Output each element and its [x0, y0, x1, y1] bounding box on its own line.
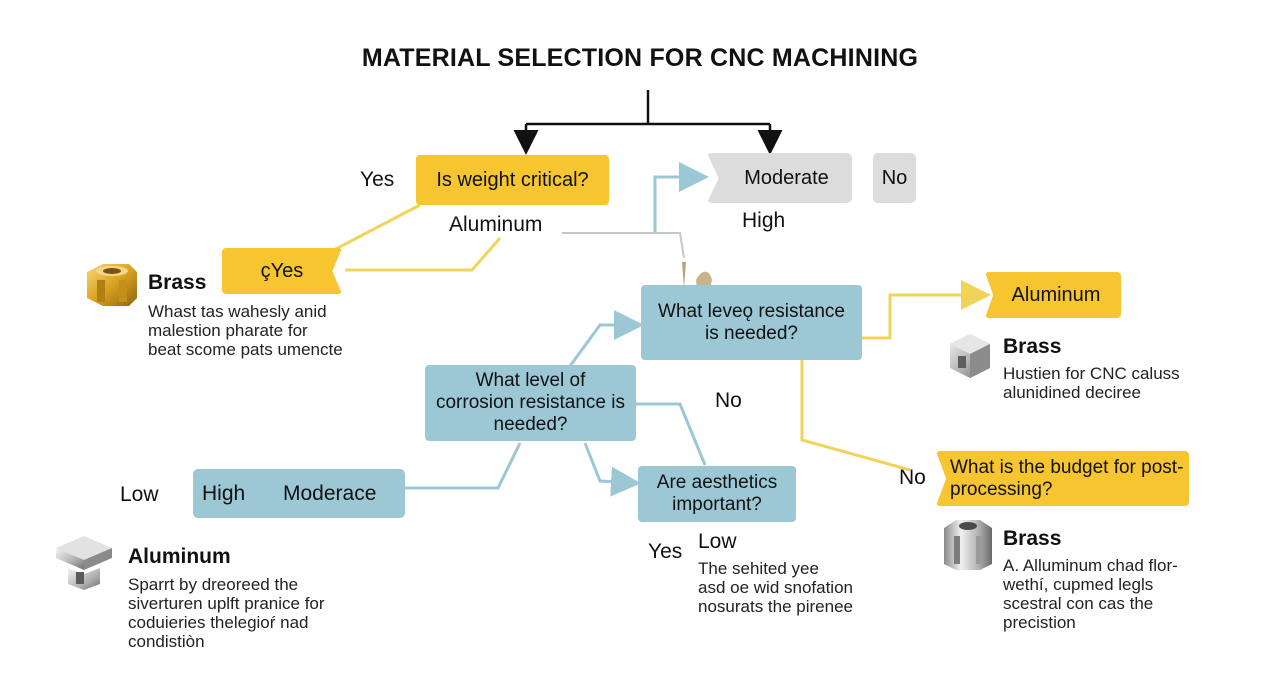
brass-hex-nut-icon — [79, 262, 141, 308]
aluminum-left-title: Aluminum — [128, 545, 231, 568]
budget-node[interactable]: What is the budget for post-processing? — [936, 451, 1189, 506]
desc-line: wethí, cupmed legls — [1003, 575, 1154, 594]
no-node-text: No — [881, 167, 908, 189]
aluminum-right-node[interactable]: Aluminum — [985, 272, 1121, 318]
desc-line: coduieries thelegioŕ nad — [128, 613, 309, 632]
grey-connector-line — [562, 232, 685, 259]
label-high-top: High — [742, 209, 786, 232]
desc-line: Sparrt by dreoreed the — [128, 575, 299, 594]
blue-connector-lines — [405, 162, 709, 497]
aluminum-bracket-icon — [54, 534, 114, 592]
resistance-upper-text: What leveǫ resistance is needed? — [658, 300, 845, 344]
desc-line: asd oe wid snofation — [698, 578, 853, 597]
yes-node-text: çYes — [260, 260, 304, 282]
desc-line: beat scome pats umencte — [148, 340, 343, 359]
desc-line: A. Alluminum chad flor- — [1003, 556, 1178, 575]
resistance-center-text: What level of corrosion resistance is ne… — [435, 370, 626, 435]
silver-block-icon — [944, 330, 996, 382]
brass-right-lower-title: Brass — [1003, 527, 1062, 550]
resistance-center-node[interactable]: What level of corrosion resistance is ne… — [425, 365, 636, 441]
aluminum-right-text: Aluminum — [1011, 284, 1101, 306]
label-low-left: Low — [120, 483, 159, 506]
resistance-upper-node[interactable]: What leveǫ resistance is needed? — [641, 285, 862, 360]
title-branch-lines — [513, 90, 783, 155]
yellow-connector-lines — [329, 203, 991, 472]
aesthetics-note-description: The sehited yee asd oe wid snofation nos… — [698, 559, 853, 616]
desc-line: Hustien for CNC caluss — [1003, 364, 1180, 383]
aesthetics-node[interactable]: Are aesthetics important? — [638, 466, 796, 522]
label-yes-bottom: Yes — [648, 540, 683, 563]
label-low-bottom: Low — [698, 530, 737, 553]
brass-left-description: Whast tas wahesly anid malestion pharate… — [148, 302, 343, 359]
brass-right-upper-description: Hustien for CNC caluss alunidined decire… — [1003, 364, 1180, 402]
level-moderate-option[interactable]: Moderace — [283, 482, 377, 505]
yes-node[interactable]: çYes — [222, 248, 342, 294]
page-title: MATERIAL SELECTION FOR CNC MACHINING — [361, 44, 919, 72]
desc-line: alunidined deciree — [1003, 383, 1141, 402]
desc-line: scestral con cas the — [1003, 594, 1154, 613]
no-node[interactable]: No — [873, 153, 916, 203]
moderate-node[interactable]: Moderate — [707, 153, 852, 203]
label-no-middle: No — [715, 389, 742, 412]
level-high-option[interactable]: High — [202, 482, 246, 505]
desc-line: precistion — [1003, 613, 1076, 632]
label-no-right: No — [899, 466, 926, 489]
desc-line: siverturen uplft pranice for — [128, 594, 325, 613]
brass-right-lower-description: A. Alluminum chad flor- wethí, cupmed l… — [1003, 556, 1178, 632]
bearing-block-icon — [940, 518, 996, 572]
desc-line: malestion pharate for — [148, 321, 308, 340]
aesthetics-text: Are aesthetics important? — [656, 472, 778, 515]
desc-line: Whast tas wahesly anid — [148, 302, 327, 321]
desc-line: condistiòn — [128, 632, 205, 651]
moderate-text: Moderate — [744, 167, 829, 189]
desc-line: The sehited yee — [698, 559, 819, 578]
brass-left-title: Brass — [148, 271, 207, 294]
weight-critical-node[interactable]: Is weight critical? — [416, 155, 609, 205]
weight-critical-text: Is weight critical? — [436, 169, 589, 191]
desc-line: nosurats the pirenee — [698, 597, 853, 616]
label-yes-top: Yes — [360, 168, 395, 191]
label-aluminum-mid: Aluminum — [449, 213, 543, 236]
resistance-levels-bar: High Moderace — [193, 469, 405, 518]
brass-right-upper-title: Brass — [1003, 335, 1062, 358]
aluminum-left-description: Sparrt by dreoreed the siverturen uplft … — [128, 575, 325, 651]
budget-text: What is the budget for post-processing? — [950, 456, 1184, 500]
